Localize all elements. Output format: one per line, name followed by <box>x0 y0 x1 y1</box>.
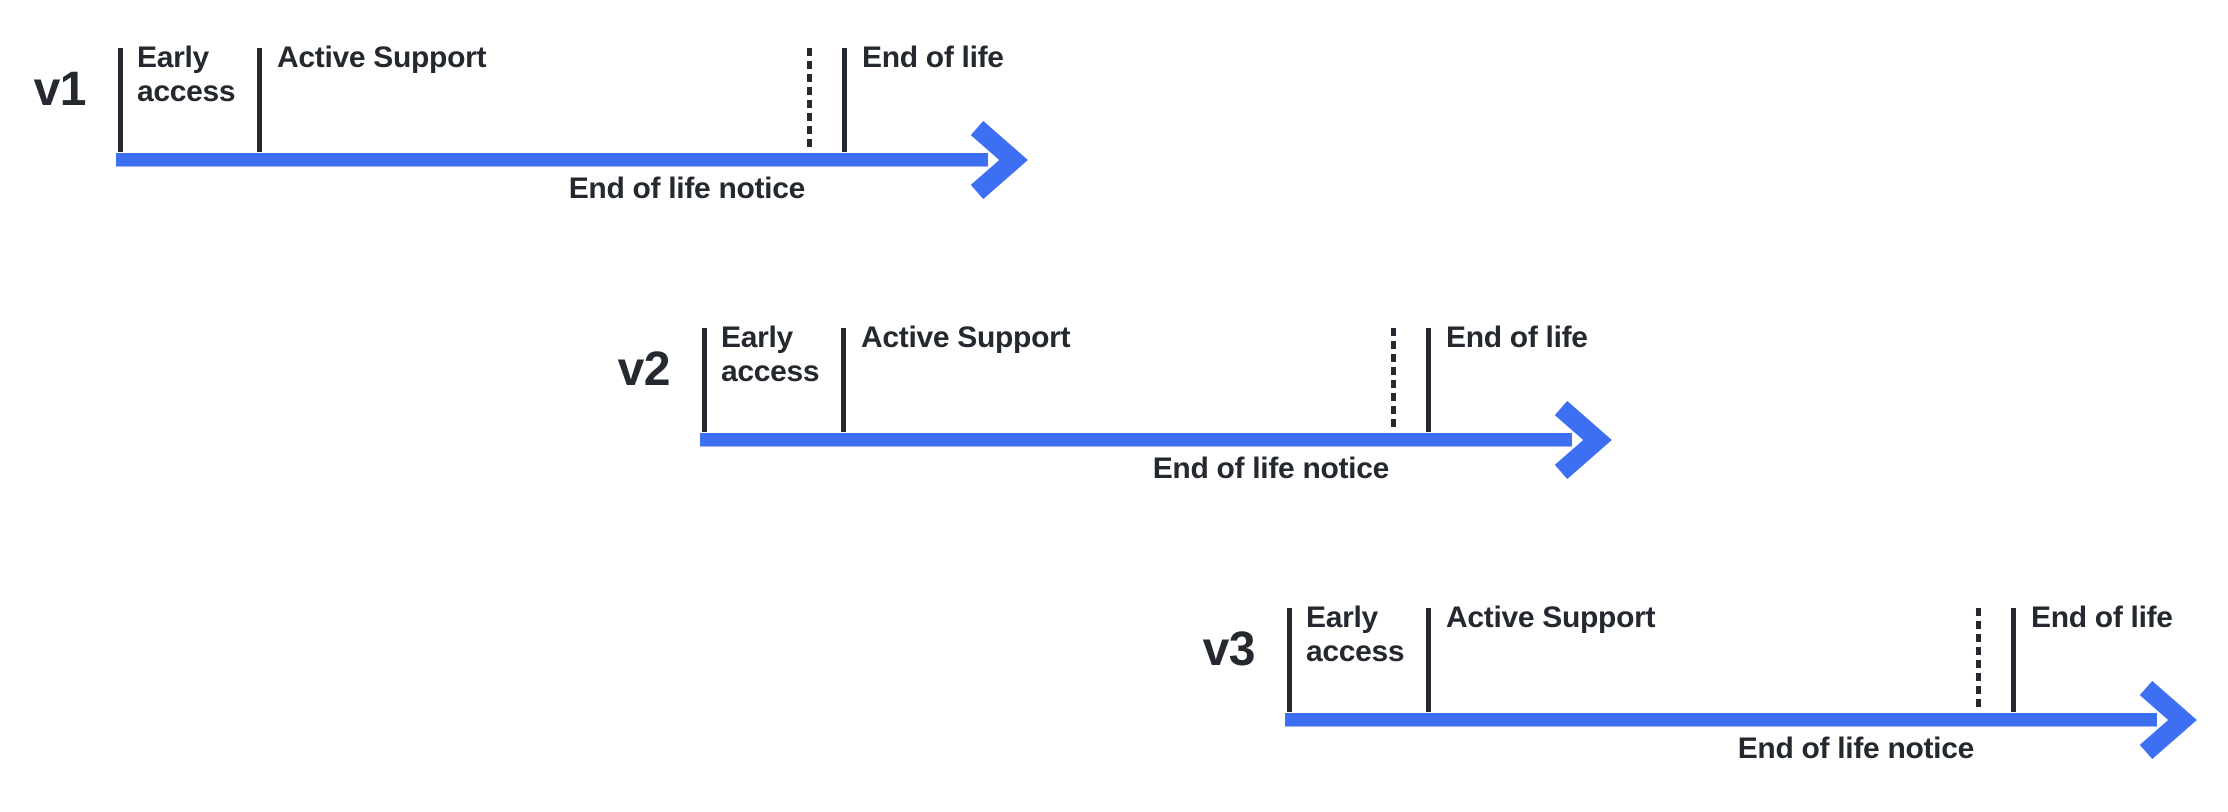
end-of-life-label: End of life <box>862 41 1004 74</box>
arrow-shaft <box>1285 713 2157 727</box>
active-support-start-tick <box>1426 608 1431 712</box>
active-support-label: Active Support <box>1446 601 1656 634</box>
timeline-row-v1: v1 Early access Active Support End of li… <box>34 41 1078 263</box>
arrow-shaft <box>116 153 988 167</box>
end-of-life-tick <box>842 48 847 152</box>
end-of-life-notice-label: End of life notice <box>568 172 806 205</box>
end-of-life-tick <box>2011 608 2016 712</box>
end-of-life-notice-label: End of life notice <box>1152 452 1390 485</box>
early-access-start-tick <box>1287 608 1292 712</box>
early-access-label: Early access <box>1306 601 1405 668</box>
early-access-start-tick <box>702 328 707 432</box>
early-access-start-tick <box>118 48 123 152</box>
arrow-head <box>970 120 1028 200</box>
version-label: v3 <box>1202 623 1256 676</box>
version-label: v1 <box>33 63 87 116</box>
end-of-life-label: End of life <box>1446 321 1588 354</box>
right-arrow-icon <box>1285 680 2197 760</box>
timeline-row-v2: v2 Early access Active Support End of li… <box>618 321 1662 543</box>
timeline-row-v3: v3 Early access Active Support End of li… <box>1203 601 2228 812</box>
arrow-shaft <box>700 433 1572 447</box>
arrow-head <box>1554 400 1612 480</box>
eol-notice-dashed-line <box>1391 328 1396 430</box>
active-support-start-tick <box>841 328 846 432</box>
early-access-label: Early access <box>721 321 820 388</box>
right-arrow-icon <box>700 400 1612 480</box>
arrow-head <box>2139 680 2197 760</box>
end-of-life-tick <box>1426 328 1431 432</box>
active-support-start-tick <box>257 48 262 152</box>
right-arrow-icon <box>116 120 1028 200</box>
version-label: v2 <box>617 343 671 396</box>
early-access-label: Early access <box>137 41 236 108</box>
end-of-life-label: End of life <box>2031 601 2173 634</box>
eol-notice-dashed-line <box>807 48 812 150</box>
active-support-label: Active Support <box>861 321 1071 354</box>
end-of-life-notice-label: End of life notice <box>1737 732 1975 765</box>
eol-notice-dashed-line <box>1976 608 1981 710</box>
active-support-label: Active Support <box>277 41 487 74</box>
